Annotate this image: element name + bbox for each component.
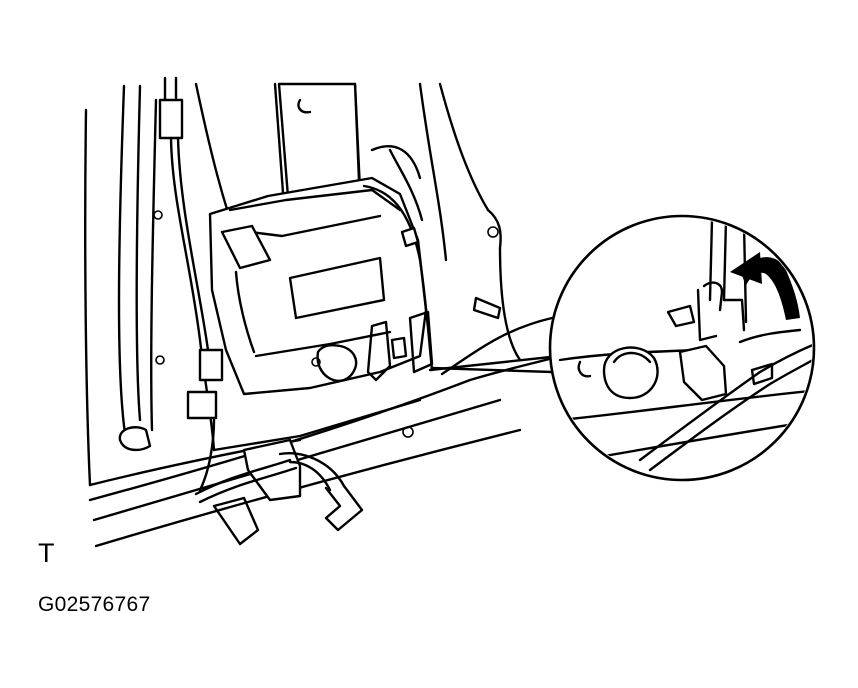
detail-view-circle [548,214,816,482]
figure-code: G02576767 [38,593,151,616]
lock-cable [158,76,224,492]
door-lock-assembly [208,145,434,396]
door-sill [88,354,562,548]
view-label: T [38,538,55,568]
callout-leader [430,316,554,376]
door-frame [84,84,302,487]
inner-door-panel [194,82,522,438]
lock-rod-bracket [194,438,364,546]
